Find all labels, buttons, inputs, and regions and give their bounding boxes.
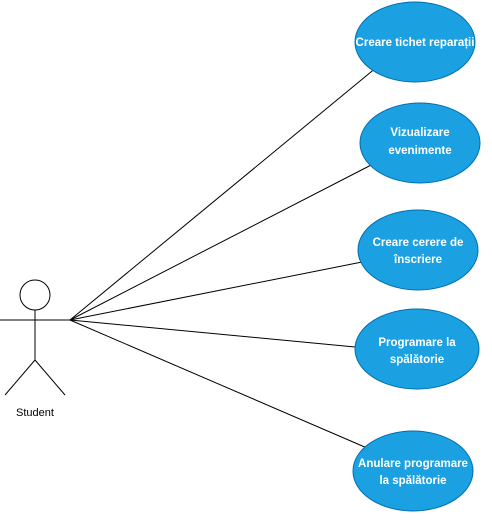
use-case-ellipse — [357, 209, 479, 291]
use-case-ellipse — [354, 1, 476, 83]
association-line — [69, 261, 363, 321]
use-case-label: Creare tichet reparații — [356, 37, 475, 49]
actor-student[interactable]: Student — [0, 279, 70, 419]
association-line — [69, 319, 368, 449]
use-case-label: spălătorie — [390, 354, 444, 366]
actor-label: Student — [16, 407, 54, 419]
use-case-label: Creare cerere de — [373, 237, 464, 249]
use-case-label: Vizualizare — [390, 127, 449, 139]
use-case-label: la spălătorie — [379, 475, 446, 487]
use-case-ellipse — [359, 102, 481, 184]
use-case-label: Programare la — [378, 337, 456, 349]
use-case-label: înscriere — [393, 254, 442, 266]
use-case-anulare-programare[interactable]: Anulare programare la spălătorie — [352, 430, 474, 512]
use-case-label: Anulare programare — [358, 458, 468, 470]
actor-right-leg — [34, 359, 66, 396]
use-case-ellipse — [354, 308, 480, 390]
association-line — [69, 319, 356, 348]
use-case-creare-cerere[interactable]: Creare cerere de înscriere — [357, 209, 479, 291]
use-case-label: evenimente — [388, 145, 451, 157]
association-line — [69, 66, 378, 321]
use-case-vizualizare-evenimente[interactable]: Vizualizare evenimente — [359, 102, 481, 184]
actor-head — [19, 279, 51, 311]
use-case-programare-spalatorie[interactable]: Programare la spălătorie — [354, 308, 480, 390]
association-line — [69, 161, 378, 321]
actor-left-leg — [4, 359, 36, 396]
use-case-ellipse — [352, 430, 474, 512]
use-case-creare-tichet[interactable]: Creare tichet reparații — [354, 1, 476, 83]
